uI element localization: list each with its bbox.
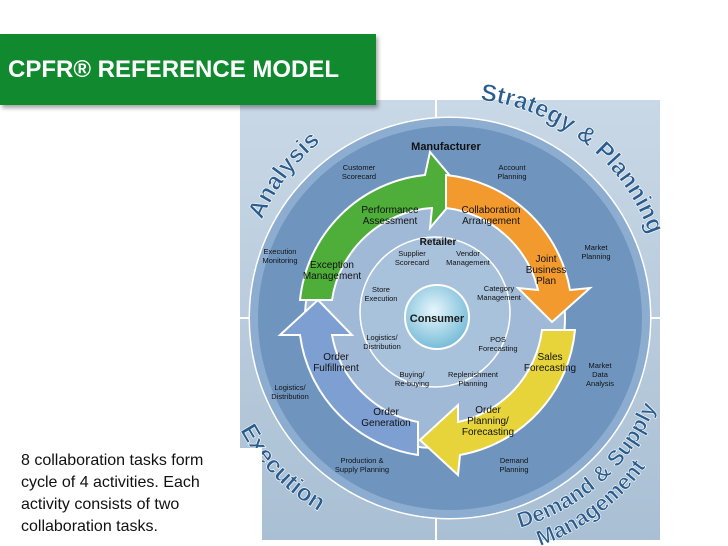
- retailer-label: Retailer: [420, 237, 457, 248]
- manufacturer-label: Manufacturer: [411, 141, 481, 153]
- cycle-arrows: [277, 149, 593, 478]
- mfr-logistics-distribution: Logistics/Distribution: [271, 383, 309, 401]
- caption-line: 8 collaboration tasks form: [21, 452, 204, 469]
- ret-buying-rebuying: Buying/Re-buying: [395, 370, 429, 388]
- arrow-green: [298, 149, 464, 301]
- caption-line: activity consists of two: [21, 496, 180, 513]
- consumer-label: Consumer: [410, 313, 465, 325]
- caption-line: collaboration tasks.: [21, 518, 158, 535]
- mfr-production-supply-planning: Production &Supply Planning: [335, 456, 389, 474]
- arrow-yellow: [418, 329, 577, 478]
- caption-box: 8 collaboration tasks form cycle of 4 ac…: [13, 448, 262, 542]
- caption-line: cycle of 4 activities. Each: [21, 474, 200, 491]
- page-title: CPFR® REFERENCE MODEL: [8, 55, 340, 83]
- ret-logistics-distribution: Logistics/Distribution: [363, 333, 401, 351]
- arrow-blue: [277, 298, 419, 457]
- arrow-orange: [445, 173, 593, 324]
- title-banner: CPFR® REFERENCE MODEL: [0, 34, 376, 105]
- consumer-center: [404, 284, 470, 350]
